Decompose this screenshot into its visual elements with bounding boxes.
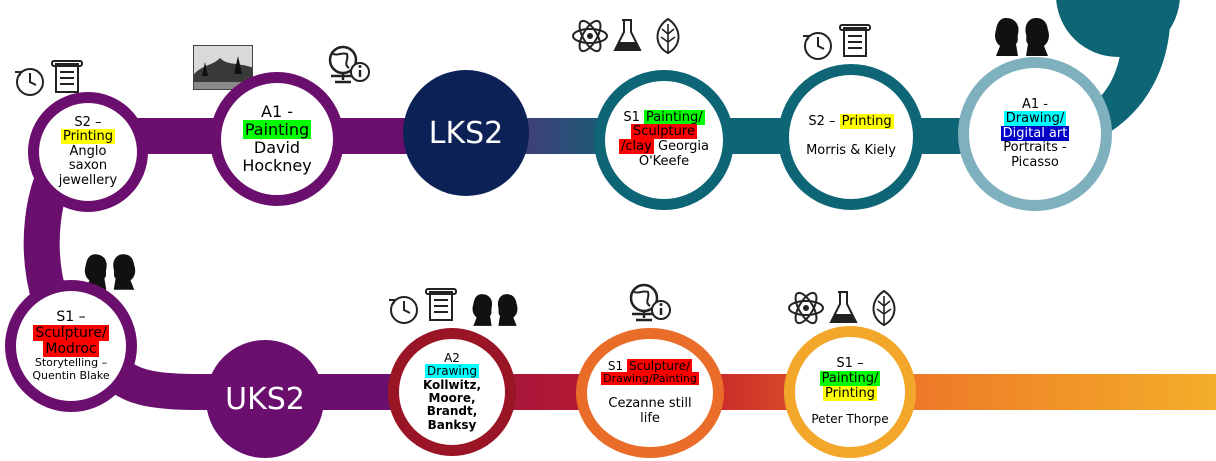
node-detail: O'Keefe bbox=[638, 153, 690, 169]
node-subject: /clay bbox=[619, 139, 654, 154]
atom-flask-leaf-icon bbox=[786, 288, 904, 328]
node-subject: Digital art bbox=[1000, 125, 1070, 141]
node-detail: Morris & Kiely bbox=[806, 143, 896, 158]
node-subject: Modroc bbox=[43, 340, 99, 357]
stage-uks2: UKS2 bbox=[206, 340, 324, 458]
people-silhouettes-icon bbox=[82, 250, 138, 294]
node-subject: Drawing/ bbox=[1003, 111, 1067, 127]
node-term: A1 - bbox=[261, 102, 293, 122]
node-a2-drawing-kollwitz: A2 Drawing Kollwitz, Moore, Brandt, Bank… bbox=[388, 328, 516, 456]
node-subject: Printing bbox=[60, 129, 115, 145]
node-detail: Hockney bbox=[242, 155, 312, 175]
node-detail: Portraits - bbox=[1003, 140, 1067, 156]
node-a1-painting-hockney: A1 - Painting David Hockney bbox=[210, 72, 344, 206]
globe-info-icon bbox=[325, 44, 371, 86]
node-detail: Brandt, bbox=[426, 404, 478, 419]
node-term: S1 bbox=[623, 109, 640, 125]
node-subject: Drawing/Painting bbox=[601, 372, 699, 386]
node-s1-okeefe: S1 Painting/ Sculpture /clay Georgia O'K… bbox=[594, 70, 734, 210]
node-s2-printing-morris: S2 – Printing Morris & Kiely bbox=[778, 64, 924, 210]
node-detail: David bbox=[253, 138, 301, 157]
node-subject: Painting/ bbox=[644, 109, 705, 125]
node-term: S1 bbox=[607, 358, 624, 373]
node-subject: Drawing bbox=[425, 364, 479, 379]
node-s1-cezanne: S1 Sculpture/ Drawing/Painting Cezanne s… bbox=[576, 328, 724, 458]
node-subject: Printing bbox=[822, 385, 877, 401]
node-detail: Cezanne still bbox=[608, 396, 692, 412]
node-detail: life bbox=[640, 410, 660, 426]
people-silhouettes-icon bbox=[992, 14, 1052, 60]
node-detail: Picasso bbox=[1011, 154, 1059, 170]
node-s1-peter-thorpe: S1 – Painting/ Printing Peter Thorpe bbox=[784, 326, 916, 458]
node-subject: Painting bbox=[242, 120, 312, 140]
history-clock-scroll-icon bbox=[800, 24, 878, 62]
stage-lks2: LKS2 bbox=[403, 70, 529, 196]
node-detail: Anglo bbox=[69, 143, 107, 159]
node-detail: saxon bbox=[68, 158, 108, 174]
node-detail: Moore, bbox=[428, 391, 476, 405]
node-detail: Banksy bbox=[427, 417, 477, 432]
history-clock-scroll-icon bbox=[386, 288, 464, 326]
node-term: A1 - bbox=[1022, 96, 1048, 112]
node-detail: Peter Thorpe bbox=[811, 412, 889, 427]
atom-flask-leaf-icon bbox=[570, 16, 688, 56]
node-subject: Sculpture/ bbox=[626, 358, 693, 373]
stage-label: LKS2 bbox=[428, 115, 504, 151]
node-subject: Printing bbox=[839, 114, 894, 130]
node-subject: Painting/ bbox=[819, 371, 881, 386]
node-term: A2 bbox=[444, 350, 460, 365]
stage-label: UKS2 bbox=[225, 381, 305, 417]
node-term: S1 – bbox=[836, 356, 864, 372]
globe-info-icon bbox=[626, 282, 672, 324]
node-s1-sculpture-modroc: S1 – Sculpture/ Modroc Storytelling – Qu… bbox=[5, 280, 137, 412]
node-detail: Storytelling – bbox=[34, 356, 108, 370]
node-detail: jewellery bbox=[58, 172, 118, 188]
node-a1-drawing-picasso: A1 - Drawing/ Digital art Portraits - Pi… bbox=[958, 57, 1112, 211]
history-clock-scroll-icon bbox=[12, 60, 90, 98]
landscape-photo-icon bbox=[193, 45, 253, 90]
node-detail: Kollwitz, bbox=[422, 377, 482, 392]
node-detail: Quentin Blake bbox=[32, 368, 110, 382]
node-detail: Georgia bbox=[657, 139, 709, 154]
node-subject: Sculpture/ bbox=[33, 324, 109, 341]
node-term: S2 – bbox=[74, 114, 102, 130]
node-s2-printing-anglo-saxon: S2 – Printing Anglo saxon jewellery bbox=[28, 92, 148, 212]
node-subject: Sculpture bbox=[631, 124, 697, 140]
people-silhouettes-icon bbox=[470, 290, 520, 330]
node-term: S2 – bbox=[808, 114, 836, 130]
node-term: S1 – bbox=[56, 309, 86, 326]
